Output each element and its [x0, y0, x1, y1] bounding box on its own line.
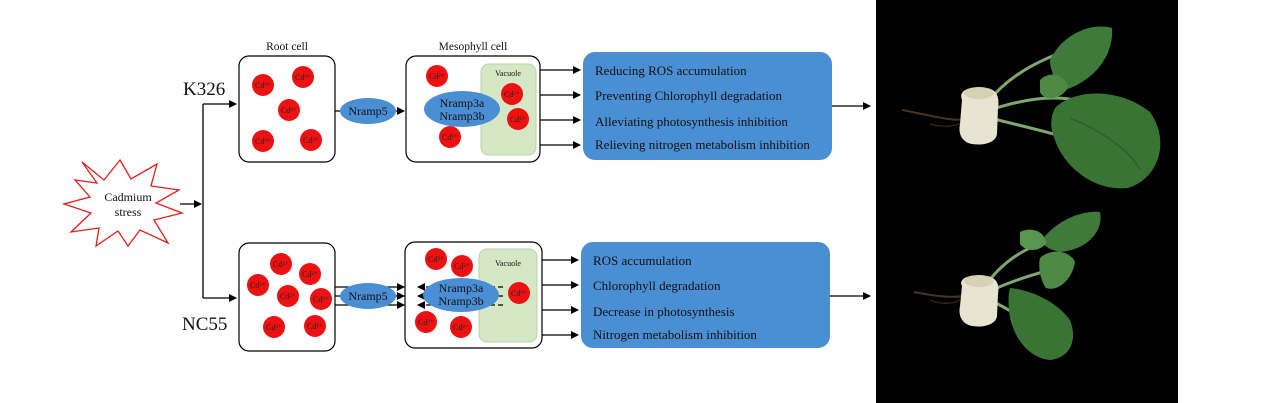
cd-ions-mesophyll-bottom: Cd²⁺ Cd²⁺ Cd²⁺ Cd²⁺ Cd²⁺: [415, 248, 530, 338]
cd-ion-label: Cd²⁺: [510, 115, 526, 124]
nramp3a-label: Nramp3a: [440, 96, 485, 110]
starburst-shape: [61, 158, 185, 248]
plant-photo-panel: [876, 0, 1178, 403]
outcome-top-3: Alleviating photosynthesis inhibition: [595, 114, 788, 129]
outcome-bottom-1: ROS accumulation: [593, 253, 692, 268]
cd-ions-root-bottom: Cd²⁺ Cd²⁺ Cd²⁺ Cd²⁺ Cd²⁺ Cd²⁺ Cd²⁺: [247, 253, 332, 338]
cd-ion-label: Cd²⁺: [255, 81, 271, 90]
stress-label-line2: stress: [115, 205, 142, 219]
cd-ions-root-top: Cd²⁺ Cd²⁺ Cd²⁺ Cd²⁺ Cd²⁺: [252, 66, 322, 152]
nramp3a-label: Nramp3a: [439, 281, 484, 295]
cd-ion-label: Cd²⁺: [511, 289, 527, 298]
cd-ion-label: Cd²⁺: [266, 323, 282, 332]
cd-ion-label: Cd²⁺: [302, 270, 318, 279]
cd-ion-label: Cd²⁺: [313, 295, 329, 304]
nramp3-transporter-bottom: [423, 278, 499, 312]
cd-ion-label: Cd²⁺: [295, 73, 311, 82]
cadmium-stress-node: Cadmium stress: [61, 158, 185, 248]
outcome-top-4: Relieving nitrogen metabolism inhibition: [595, 137, 810, 152]
cd-ion-label: Cd²⁺: [250, 281, 266, 290]
outcome-arrows-bottom: [542, 256, 579, 339]
cd-ions-mesophyll-top: Cd²⁺ Cd²⁺ Cd²⁺ Cd²⁺: [426, 65, 529, 148]
outcome-bottom-3: Decrease in photosynthesis: [593, 304, 735, 319]
outcome-top-2: Preventing Chlorophyll degradation: [595, 88, 783, 103]
nramp3-transporter-top: [424, 91, 500, 127]
outcome-box-top: [583, 52, 832, 160]
cd-ion-label: Cd²⁺: [454, 262, 470, 271]
nramp5-transporter-top: [340, 98, 396, 124]
stress-label-line1: Cadmium: [104, 190, 152, 204]
outcome-box-bottom: [581, 242, 830, 348]
genotype-label-nc55: NC55: [182, 314, 227, 335]
cd-ion-label: Cd²⁺: [453, 323, 469, 332]
cd-ion-label: Cd²⁺: [307, 322, 323, 331]
vacuole-label: Vacuole: [495, 259, 521, 268]
cd-ion-label: Cd²⁺: [273, 260, 289, 269]
branch-connector: [180, 100, 237, 302]
outcome-top-1: Reducing ROS accumulation: [595, 63, 747, 78]
nramp5-transporter-bottom: [340, 283, 396, 309]
outcome-bottom-2: Chlorophyll degradation: [593, 278, 721, 293]
nramp5-label: Nramp5: [348, 104, 387, 118]
cd-ion-label: Cd²⁺: [418, 318, 434, 327]
outcome-arrows-top: [540, 66, 581, 149]
cd-ion-label: Cd²⁺: [280, 292, 296, 301]
cd-ion-label: Cd²⁺: [442, 133, 458, 142]
nramp5-label: Nramp5: [348, 289, 387, 303]
cd-ion-label: Cd²⁺: [428, 255, 444, 264]
root-cell-title: Root cell: [266, 41, 308, 53]
cd-ion-label: Cd²⁺: [255, 137, 271, 146]
nramp3b-label: Nramp3b: [439, 109, 484, 123]
cd-ion-label: Cd²⁺: [429, 72, 445, 81]
nramp3b-label: Nramp3b: [438, 294, 483, 308]
cd-ion-label: Cd²⁺: [504, 90, 520, 99]
vacuole-label: Vacuole: [495, 69, 521, 78]
plant-photo-bottom: [913, 211, 1101, 360]
cd-ion-label: Cd²⁺: [303, 136, 319, 145]
cd-ion-label: Cd²⁺: [281, 106, 297, 115]
outcome-bottom-4: Nitrogen metabolism inhibition: [593, 327, 757, 342]
plant-photo-top: [901, 26, 1161, 189]
genotype-label-k326: K326: [183, 79, 225, 100]
mesophyll-cell-title: Mesophyll cell: [439, 41, 508, 53]
